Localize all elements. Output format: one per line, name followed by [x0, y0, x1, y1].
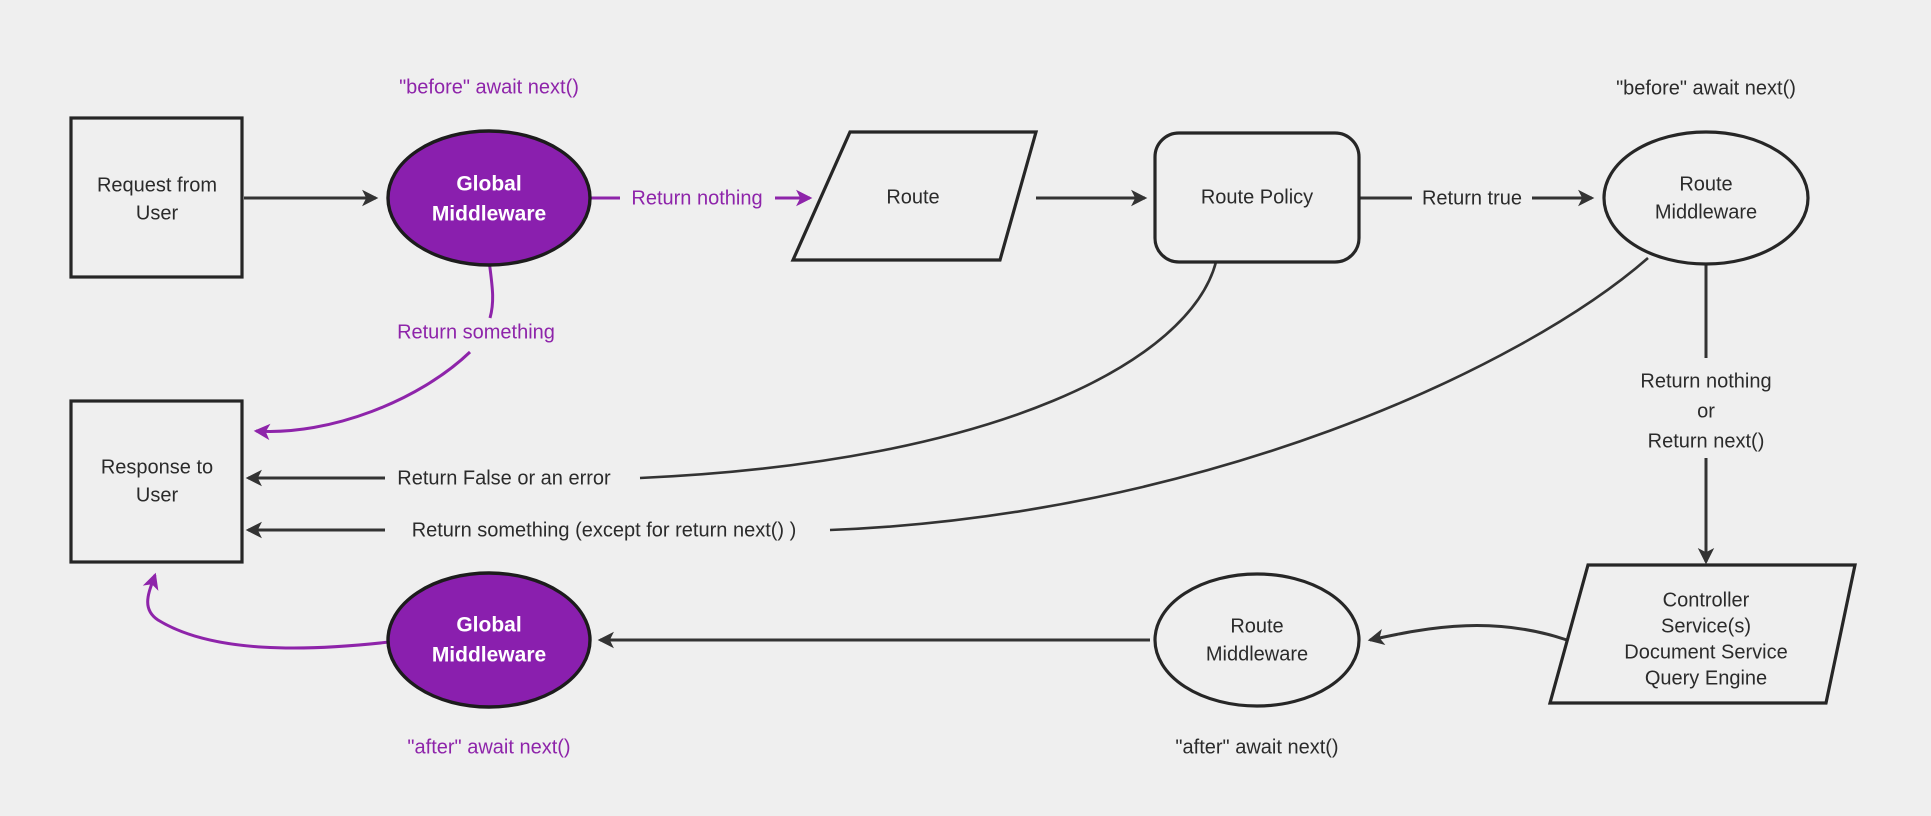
- edge-global-middleware-to-response: Return something: [253, 259, 555, 441]
- edge-label-return-nothing-line3: Return next(): [1648, 430, 1765, 452]
- node-global-middleware-top-label-line2: Middleware: [432, 203, 546, 226]
- node-global-middleware-bottom-label-line2: Middleware: [432, 644, 546, 667]
- node-response-to-user[interactable]: Response to User: [69, 399, 244, 564]
- node-global-middleware-top[interactable]: Global Middleware: [386, 129, 592, 267]
- node-response-label-line2: User: [136, 484, 179, 506]
- edge-label-return-nothing-line2: or: [1697, 400, 1715, 422]
- node-route-middleware-top-label-line2: Middleware: [1655, 201, 1757, 223]
- node-global-middleware-top-label-line1: Global: [456, 173, 521, 196]
- edge-route-policy-to-route-middleware: Return true: [1359, 187, 1595, 209]
- node-route-middleware-top-label-line1: Route: [1679, 173, 1732, 195]
- edge-route-middleware-to-controller: Return nothing or Return next(): [1640, 264, 1772, 565]
- node-route-middleware-bottom-label-line2: Middleware: [1206, 643, 1308, 665]
- node-route-middleware-top[interactable]: Route Middleware: [1602, 130, 1810, 266]
- node-route-middleware-bottom[interactable]: Route Middleware: [1153, 572, 1361, 708]
- annotation-before-await-next-route: "before" await next(): [1616, 77, 1796, 99]
- edge-global-middleware-bottom-to-response: [142, 572, 415, 650]
- node-route-label: Route: [886, 186, 939, 208]
- edge-label-return-nothing: Return nothing: [631, 187, 762, 209]
- node-global-middleware-bottom[interactable]: Global Middleware: [386, 571, 592, 709]
- node-global-middleware-bottom-label-line1: Global: [456, 614, 521, 637]
- edge-label-return-nothing-line1: Return nothing: [1640, 370, 1771, 392]
- node-route[interactable]: Route: [790, 130, 1039, 262]
- node-route-policy[interactable]: Route Policy: [1153, 131, 1361, 264]
- annotation-before-await-next-global: "before" await next(): [399, 76, 579, 98]
- node-request-label-line1: Request from: [97, 174, 217, 196]
- annotation-after-await-next-global: "after" await next(): [407, 736, 570, 758]
- node-request-from-user[interactable]: Request from User: [69, 116, 244, 279]
- edge-label-return-true: Return true: [1422, 187, 1522, 209]
- node-controller-label-line2: Service(s): [1661, 615, 1751, 637]
- node-controller-services[interactable]: Controller Service(s) Document Service Q…: [1547, 563, 1857, 705]
- annotation-after-await-next-route: "after" await next(): [1175, 736, 1338, 758]
- edge-label-return-something: Return something: [397, 321, 555, 343]
- node-route-middleware-bottom-label-line1: Route: [1230, 615, 1283, 637]
- edge-label-return-something-except: Return something (except for return next…: [412, 519, 797, 541]
- edge-global-middleware-to-route: Return nothing: [590, 187, 813, 209]
- edge-label-return-false-or-error: Return False or an error: [397, 467, 611, 489]
- edge-route-policy-to-response: Return False or an error: [245, 261, 1218, 489]
- edge-route-middleware-to-response: Return something (except for return next…: [245, 257, 1649, 541]
- edge-controller-to-route-middleware-bottom: [1367, 624, 1584, 648]
- node-response-label-line1: Response to: [101, 456, 213, 478]
- node-controller-label-line4: Query Engine: [1645, 667, 1767, 689]
- node-controller-label-line3: Document Service: [1624, 641, 1787, 663]
- node-request-label-line2: User: [136, 202, 179, 224]
- node-controller-label-line1: Controller: [1663, 589, 1750, 611]
- node-route-policy-label: Route Policy: [1201, 186, 1313, 208]
